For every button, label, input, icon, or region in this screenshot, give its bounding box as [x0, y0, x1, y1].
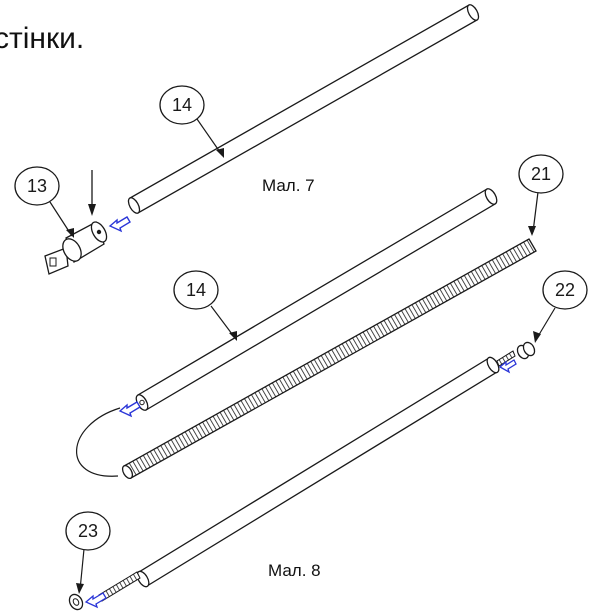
- callout-14-top-label: 14: [172, 95, 192, 115]
- tube-lower: [136, 356, 500, 588]
- page-heading: стінки.: [0, 22, 84, 55]
- end-bracket-13: [44, 221, 108, 275]
- screw-22: [496, 341, 536, 374]
- callout-22-label: 22: [555, 280, 575, 300]
- callout-13-label: 13: [27, 176, 47, 196]
- callout-14-middle: 14: [173, 270, 237, 341]
- tube-14-top: [127, 4, 480, 214]
- callout-22: 22: [533, 270, 588, 343]
- figure-8-caption: Мал. 8: [268, 561, 321, 580]
- threaded-rod-21: [121, 238, 537, 480]
- callout-13: 13: [14, 166, 74, 238]
- direction-arrow-icon: [108, 216, 131, 233]
- insert-arrow: [88, 170, 96, 216]
- figure-7: 14 13 Мал. 7: [14, 4, 480, 275]
- screw-23: [68, 571, 141, 611]
- callout-14-top: 14: [159, 85, 224, 158]
- tube-14-middle: [135, 188, 498, 411]
- callout-14-middle-label: 14: [186, 280, 206, 300]
- assembly-guide-curve: [76, 407, 121, 477]
- callout-23-label: 23: [78, 521, 98, 541]
- direction-arrow-icon: [118, 401, 141, 418]
- figure-7-caption: Мал. 7: [262, 176, 315, 195]
- callout-21-label: 21: [531, 164, 551, 184]
- figure-8: 14 21 22 23 Мал. 8: [65, 154, 588, 611]
- callout-23: 23: [65, 511, 111, 594]
- callout-21: 21: [518, 154, 564, 236]
